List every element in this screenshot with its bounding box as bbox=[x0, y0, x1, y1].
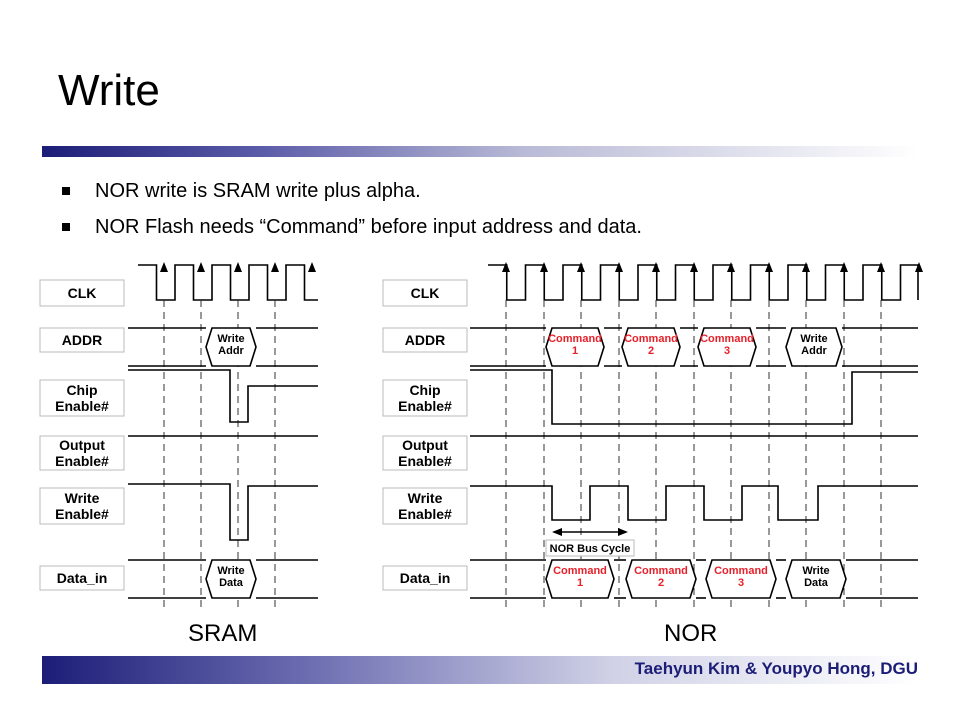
sram-label-box bbox=[39, 487, 125, 525]
sram-signal-label: Data_in bbox=[57, 570, 108, 586]
sram-label-box bbox=[39, 379, 125, 417]
nor-addr-segment bbox=[697, 327, 757, 367]
nor-signal-label: Data_in bbox=[400, 570, 451, 586]
nor-bus-cycle-arrowhead-right bbox=[618, 528, 628, 536]
nor-label-box bbox=[382, 487, 468, 525]
nor-clk-edge-arrow bbox=[652, 262, 660, 272]
nor-clk-edge-arrow bbox=[840, 262, 848, 272]
footer-bar bbox=[42, 656, 918, 684]
sram-label-box bbox=[39, 435, 125, 471]
nor-clk-edge-arrow bbox=[577, 262, 585, 272]
nor-bus-cycle-arrowhead-left bbox=[552, 528, 562, 536]
nor-chip-enable-wave bbox=[470, 369, 918, 425]
nor-data-segment bbox=[705, 559, 777, 599]
nor-caption: NOR bbox=[664, 620, 718, 647]
bullet-item: NOR Flash needs “Command” before input a… bbox=[62, 212, 642, 248]
sram-signal-label: ADDR bbox=[62, 332, 102, 348]
sram-data-segment bbox=[205, 559, 257, 599]
nor-addr-segment bbox=[621, 327, 681, 367]
sram-chip-enable-wave bbox=[128, 369, 318, 423]
bullet-square-icon bbox=[62, 187, 70, 195]
sram-clk-edge-arrow bbox=[271, 262, 279, 272]
bullet-text: NOR Flash needs “Command” before input a… bbox=[95, 216, 642, 238]
nor-label-box bbox=[382, 565, 468, 591]
bullet-text: NOR write is SRAM write plus alpha. bbox=[95, 180, 421, 202]
nor-clk-edge-arrow bbox=[765, 262, 773, 272]
nor-label-box bbox=[382, 379, 468, 417]
sram-write-enable-wave bbox=[128, 483, 318, 541]
sram-label-box bbox=[39, 565, 125, 591]
nor-data-segment bbox=[785, 559, 847, 599]
nor-addr-segment bbox=[785, 327, 843, 367]
title-divider bbox=[42, 146, 918, 157]
sram-caption: SRAM bbox=[188, 620, 258, 647]
sram-signal-label: CLK bbox=[68, 285, 97, 301]
nor-clk-edge-arrow bbox=[502, 262, 510, 272]
nor-write-enable-wave bbox=[470, 485, 918, 521]
sram-clk-edge-arrow bbox=[160, 262, 168, 272]
nor-clk-edge-arrow bbox=[727, 262, 735, 272]
nor-bus-cycle-box bbox=[545, 539, 635, 557]
sram-label-box bbox=[39, 327, 125, 353]
nor-clk-edge-arrow bbox=[615, 262, 623, 272]
nor-clk-edge-arrow bbox=[877, 262, 885, 272]
sram-clk-wave bbox=[138, 264, 318, 301]
nor-clk-edge-arrow bbox=[915, 262, 923, 272]
sram-clk-edge-arrow bbox=[197, 262, 205, 272]
sram-addr-segment bbox=[205, 327, 257, 367]
nor-data-segment bbox=[625, 559, 697, 599]
nor-addr-segment bbox=[545, 327, 605, 367]
nor-signal-label: CLK bbox=[411, 285, 440, 301]
nor-clk-edge-arrow bbox=[802, 262, 810, 272]
nor-label-box bbox=[382, 327, 468, 353]
nor-clk-wave bbox=[488, 264, 919, 301]
nor-clk-edge-arrow bbox=[540, 262, 548, 272]
nor-label-box bbox=[382, 435, 468, 471]
sram-label-box bbox=[39, 279, 125, 307]
nor-bus-cycle-label: NOR Bus Cycle bbox=[550, 543, 631, 555]
footer-credit: Taehyun Kim & Youpyo Hong, DGU bbox=[634, 659, 918, 678]
nor-clk-edge-arrow bbox=[690, 262, 698, 272]
nor-signal-label: ADDR bbox=[405, 332, 445, 348]
bullet-square-icon bbox=[62, 223, 70, 231]
bullet-list: NOR write is SRAM write plus alpha. NOR … bbox=[62, 176, 642, 248]
nor-data-segment bbox=[545, 559, 615, 599]
sram-clk-edge-arrow bbox=[234, 262, 242, 272]
slide-title: Write bbox=[58, 66, 160, 115]
nor-label-box bbox=[382, 279, 468, 307]
sram-clk-edge-arrow bbox=[308, 262, 316, 272]
bullet-item: NOR write is SRAM write plus alpha. bbox=[62, 176, 642, 212]
